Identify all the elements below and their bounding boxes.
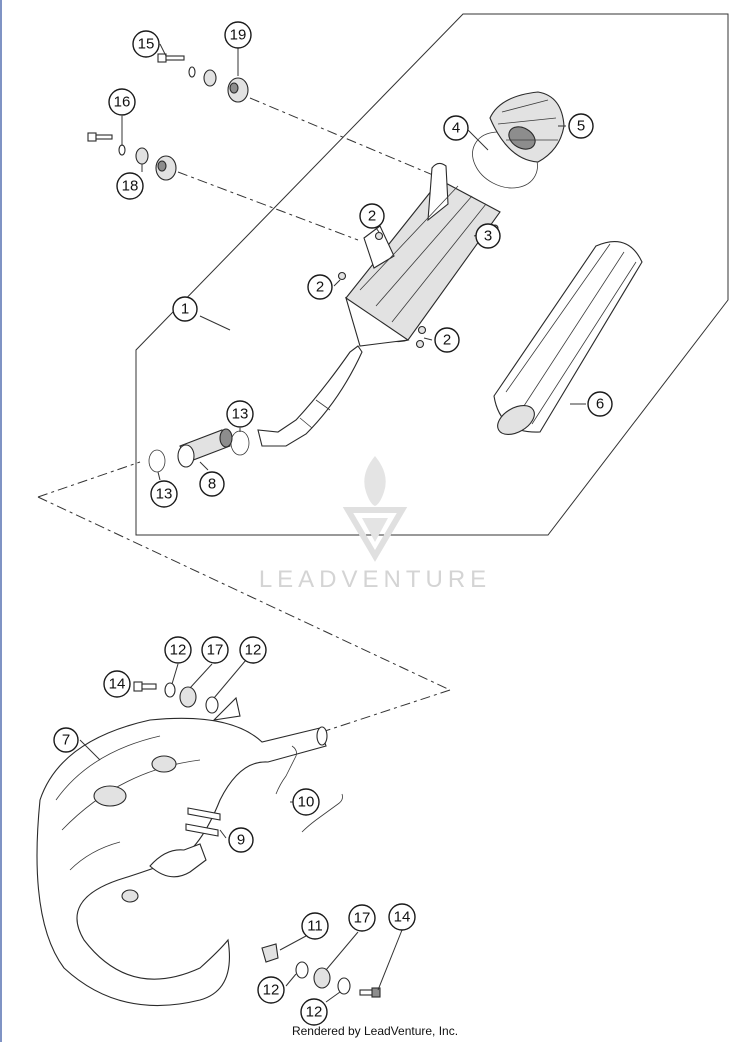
callout-12-upper-left[interactable]: 12 xyxy=(164,636,192,664)
part-7-exhaust-pipe xyxy=(36,696,328,1007)
lower-mount-hardware xyxy=(261,943,381,998)
callout-13-left[interactable]: 13 xyxy=(150,480,178,508)
svg-text:14: 14 xyxy=(394,909,411,926)
svg-text:13: 13 xyxy=(156,486,173,503)
svg-text:12: 12 xyxy=(245,642,262,659)
part-16-screw xyxy=(87,132,126,156)
watermark-text: LEADVENTURE xyxy=(258,566,492,593)
part-18-washer xyxy=(135,147,177,181)
callout-19[interactable]: 19 xyxy=(224,21,252,49)
svg-text:12: 12 xyxy=(263,982,280,999)
callout-8[interactable]: 8 xyxy=(199,471,225,497)
callout-3[interactable]: 3 xyxy=(475,223,501,249)
callout-12-upper-right[interactable]: 12 xyxy=(239,636,267,664)
callout-18[interactable]: 18 xyxy=(116,172,144,200)
callout-14-upper[interactable]: 14 xyxy=(103,670,131,698)
part-8-sleeve xyxy=(177,428,233,468)
callout-1[interactable]: 1 xyxy=(172,296,198,322)
svg-text:19: 19 xyxy=(230,27,247,44)
callout-9[interactable]: 9 xyxy=(228,827,254,853)
callout-2-right[interactable]: 2 xyxy=(434,327,460,353)
svg-text:15: 15 xyxy=(138,36,155,53)
svg-text:2: 2 xyxy=(316,279,324,296)
callout-16[interactable]: 16 xyxy=(108,88,136,116)
svg-text:12: 12 xyxy=(306,1004,323,1021)
callout-4[interactable]: 4 xyxy=(443,115,469,141)
callout-5[interactable]: 5 xyxy=(568,113,594,139)
svg-text:13: 13 xyxy=(232,406,249,423)
callout-12-lower-left[interactable]: 12 xyxy=(257,976,285,1004)
callout-17-lower[interactable]: 17 xyxy=(348,904,376,932)
callout-17-upper[interactable]: 17 xyxy=(201,636,229,664)
svg-text:8: 8 xyxy=(208,476,216,493)
svg-text:12: 12 xyxy=(170,642,187,659)
svg-text:4: 4 xyxy=(452,120,460,137)
callout-11[interactable]: 11 xyxy=(301,912,329,940)
svg-text:17: 17 xyxy=(207,642,224,659)
svg-text:2: 2 xyxy=(443,332,451,349)
svg-text:2: 2 xyxy=(368,208,376,225)
svg-text:3: 3 xyxy=(484,228,492,245)
svg-text:18: 18 xyxy=(122,178,139,195)
callout-10[interactable]: 10 xyxy=(292,788,320,816)
svg-text:6: 6 xyxy=(596,396,604,413)
part-13-gasket-a xyxy=(148,449,166,473)
svg-text:9: 9 xyxy=(237,832,245,849)
svg-text:7: 7 xyxy=(62,732,70,749)
svg-text:14: 14 xyxy=(109,676,126,693)
upper-mount-hardware xyxy=(133,681,219,714)
assembly-frame xyxy=(135,13,729,536)
callout-13-right[interactable]: 13 xyxy=(226,400,254,428)
part-10-springs xyxy=(275,745,343,833)
callout-6[interactable]: 6 xyxy=(587,391,613,417)
callout-14-lower[interactable]: 14 xyxy=(388,903,416,931)
svg-text:1: 1 xyxy=(181,301,189,318)
svg-text:5: 5 xyxy=(577,118,585,135)
svg-text:16: 16 xyxy=(114,94,131,111)
svg-text:11: 11 xyxy=(307,918,323,935)
part-19-bushing xyxy=(227,77,249,103)
callout-12-lower-right[interactable]: 12 xyxy=(300,998,328,1026)
svg-text:17: 17 xyxy=(354,910,371,927)
callout-15[interactable]: 15 xyxy=(132,30,160,58)
page-left-border xyxy=(0,0,2,1042)
callout-2-top[interactable]: 2 xyxy=(359,203,385,229)
leadventure-logo-watermark xyxy=(342,456,408,562)
part-5-end-cap xyxy=(489,91,565,163)
part-15-screw xyxy=(157,53,217,87)
footer-credit: Rendered by LeadVenture, Inc. xyxy=(291,1024,459,1038)
part-6-silencer-sleeve xyxy=(493,241,643,435)
connection-lines xyxy=(37,97,451,733)
callout-2-left[interactable]: 2 xyxy=(307,274,333,300)
part-13-gasket-b xyxy=(230,430,250,456)
part-9-gaskets xyxy=(185,807,221,837)
svg-text:10: 10 xyxy=(298,794,315,811)
part-2-screws xyxy=(337,231,427,349)
callout-7[interactable]: 7 xyxy=(53,727,79,753)
part-1-silencer xyxy=(257,162,501,447)
